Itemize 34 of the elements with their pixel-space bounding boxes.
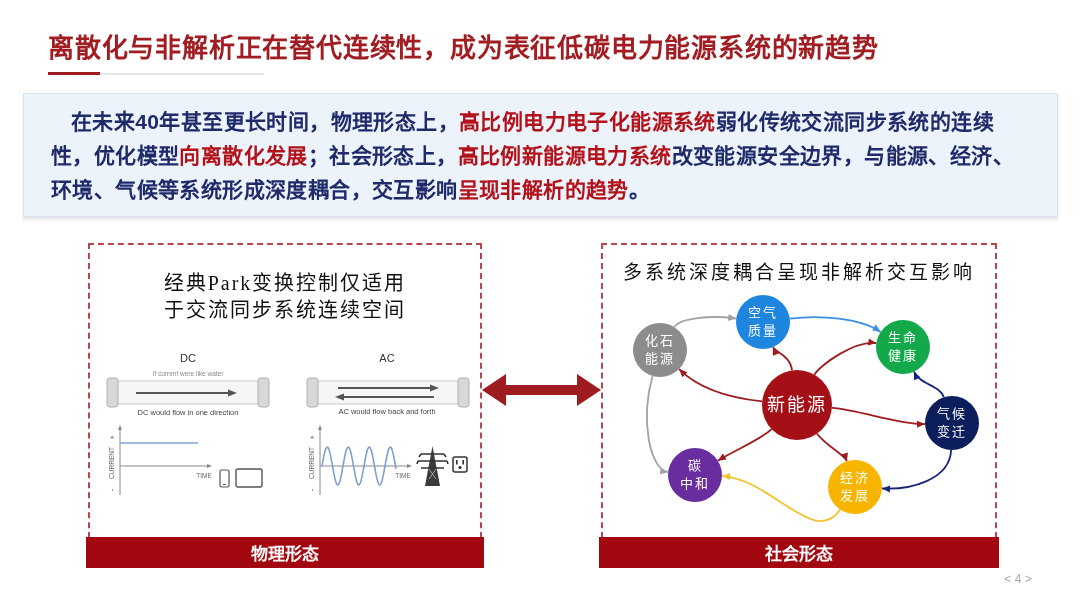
axis-sign: - [107, 488, 117, 492]
diagram-label: AC [379, 351, 395, 365]
arrow [721, 473, 842, 522]
double-arrow [482, 374, 601, 406]
diagram-label: DC [180, 351, 196, 365]
arrow [788, 316, 882, 333]
arrow [913, 370, 945, 399]
circle-node: 生命健康 [876, 320, 930, 374]
slide-title: 离散化与非解析正在替代连续性，成为表征低碳电力能源系统的新趋势 [48, 32, 879, 65]
circle-node: 气候变迁 [925, 396, 979, 450]
circle-node: 新能源 [762, 370, 832, 440]
label-band: 社会形态 [599, 537, 999, 568]
arrow [678, 368, 764, 403]
circle-node: 经济发展 [828, 460, 882, 514]
circle-node: 化石能源 [633, 323, 687, 377]
page-number: < 4 > [1004, 573, 1032, 587]
arrow [881, 449, 952, 493]
panel-heading: 多系统深度耦合呈现非解析交互影响 [622, 261, 976, 285]
label-band: 物理形态 [86, 537, 484, 568]
circle-node: 碳中和 [668, 448, 722, 502]
info-box: 在未来40年甚至更长时间，物理形态上，高比例电力电子化能源系统弱化传统交流同步系统的连续性，优化模型向离散化发展；社会形态上，高比例新能源电力系统改变能源安全边界，与能源、经济、环境、气候等系统形成深度耦合，交互影响呈现非解析的趋势。 [23, 93, 1058, 217]
axis-sign: - [307, 488, 317, 492]
axis-sign: + [109, 433, 115, 443]
arrow [831, 406, 926, 428]
arrow [816, 432, 848, 463]
arrow [813, 339, 878, 376]
axis-sign: + [309, 433, 315, 443]
arrow [717, 428, 773, 462]
arrow [772, 346, 793, 372]
arrow [646, 375, 670, 473]
circle-node: 空气质量 [736, 295, 790, 349]
panel-heading: 经典Park变换控制仅适用于交流同步系统连续空间 [162, 271, 408, 323]
dashed-panel [601, 243, 997, 568]
arrow [673, 314, 738, 328]
